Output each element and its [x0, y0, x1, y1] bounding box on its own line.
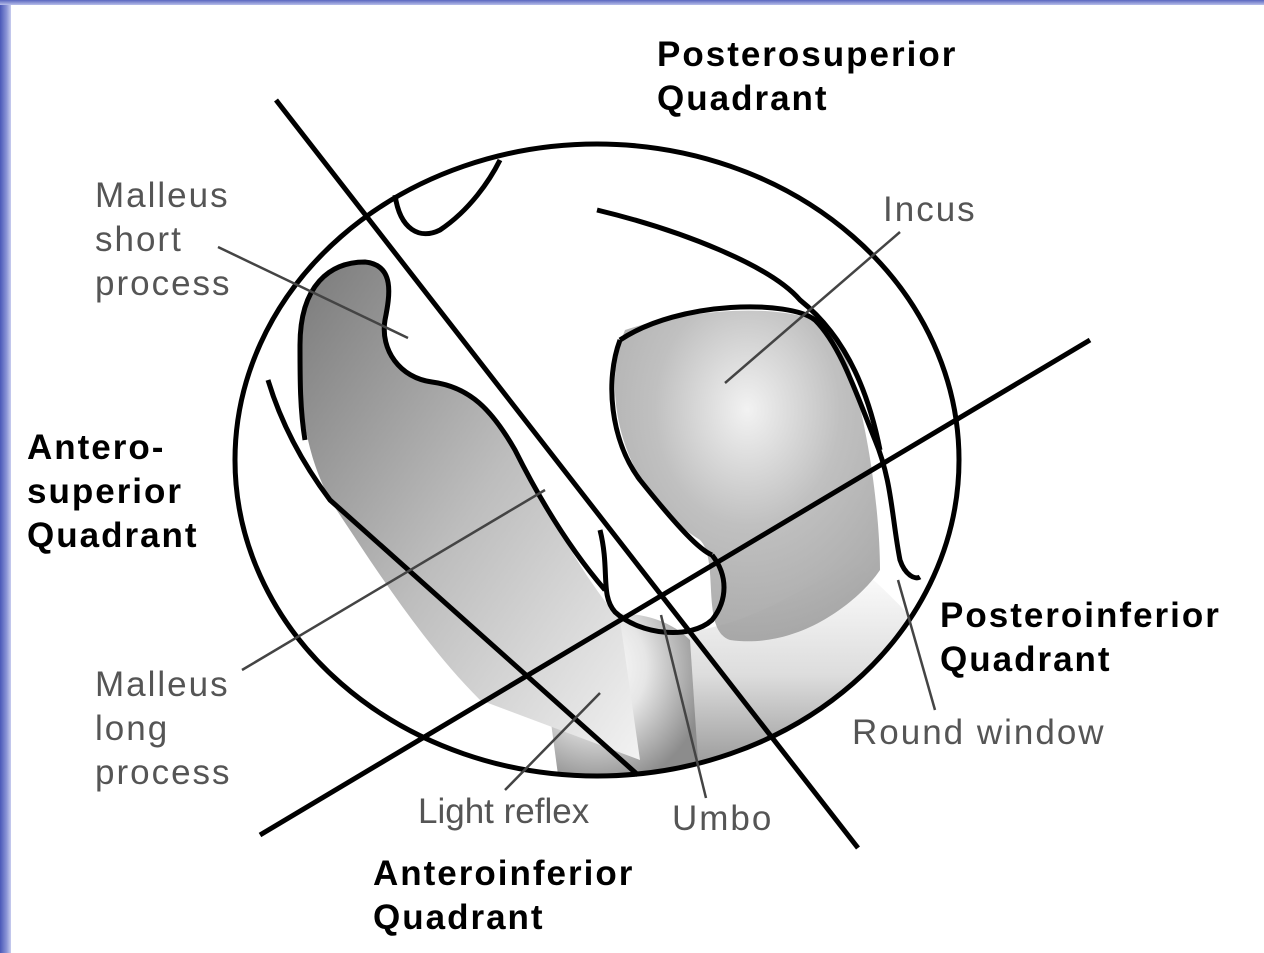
malleus-short-process-label: Malleus short process [95, 174, 232, 306]
malleus-long-process-label: Malleus long process [95, 663, 232, 795]
posteroinferior-quadrant-label: Posteroinferior Quadrant [940, 594, 1221, 682]
incus-label: Incus [883, 188, 977, 232]
posterosuperior-quadrant-label: Posterosuperior Quadrant [657, 33, 957, 121]
anterosuperior-quadrant-label: Antero- superior Quadrant [27, 426, 199, 558]
anteroinferior-quadrant-label: Anteroinferior Quadrant [373, 852, 634, 940]
light-reflex-label: Light reflex [418, 790, 589, 834]
round-window-leader [898, 580, 935, 710]
umbo-label: Umbo [672, 797, 773, 841]
round-window-label: Round window [852, 711, 1106, 755]
